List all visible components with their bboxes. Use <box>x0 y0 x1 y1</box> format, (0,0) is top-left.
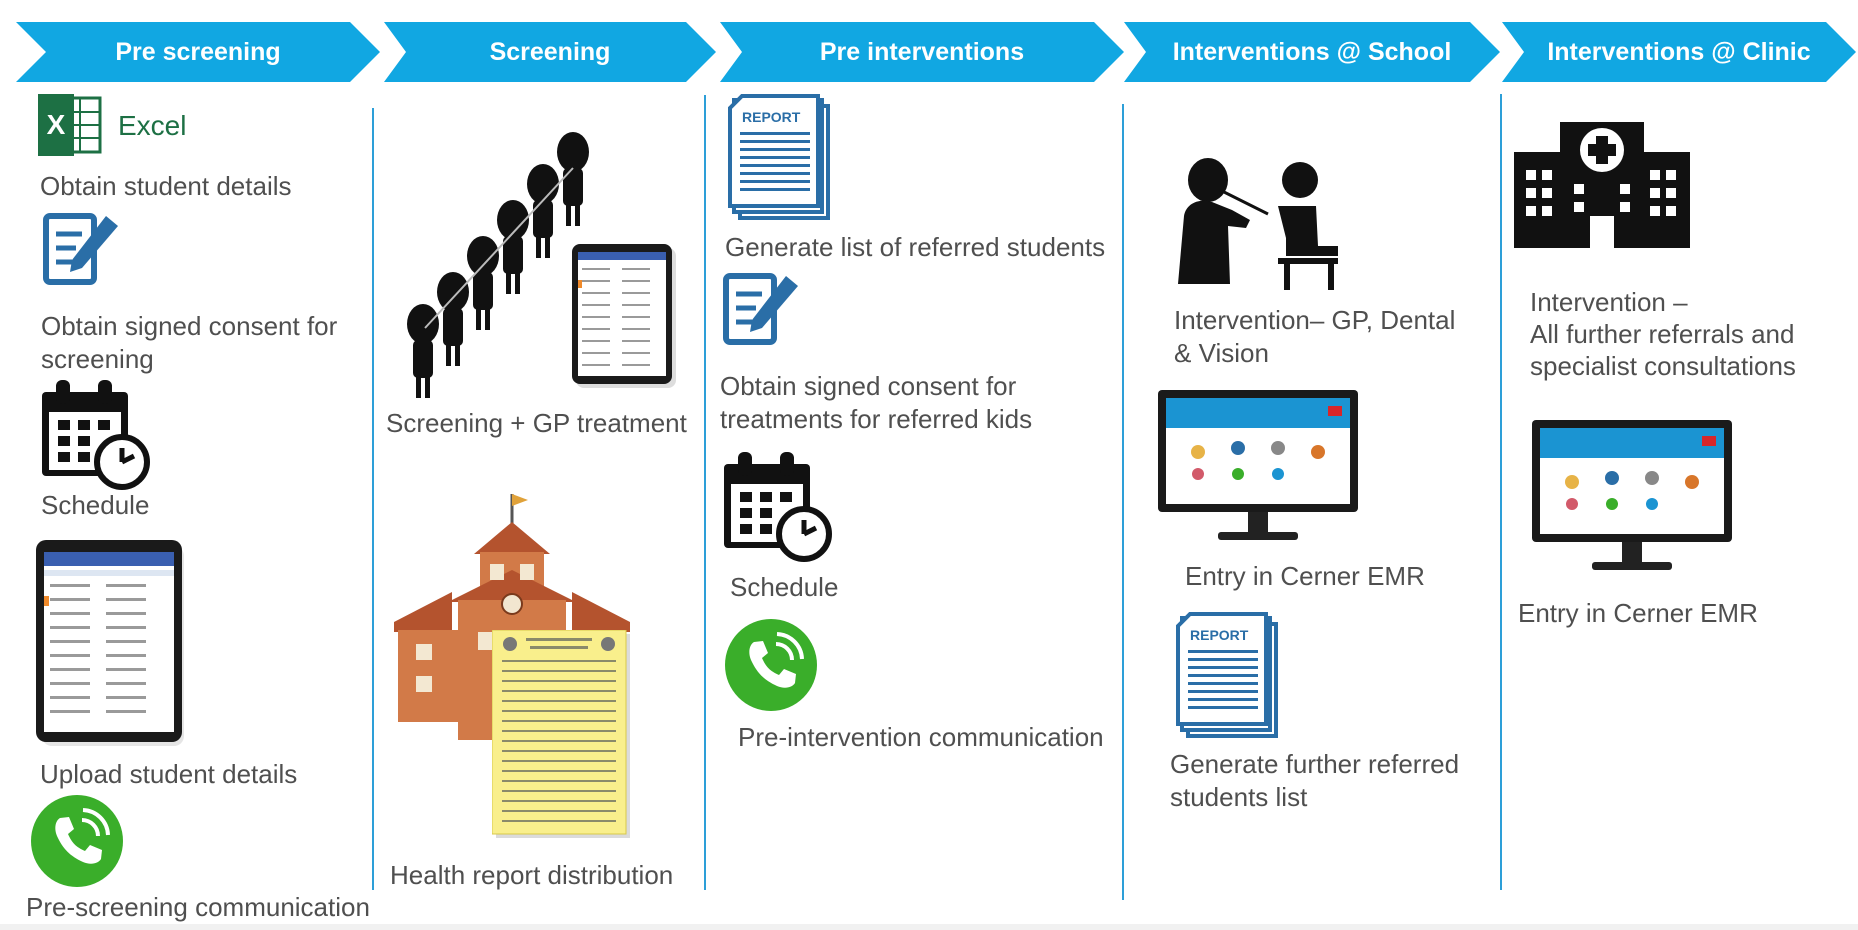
tablet-icon <box>572 244 676 393</box>
hospital-icon <box>1514 122 1690 253</box>
stage-title: Pre screening <box>115 37 281 66</box>
stage-screening: Screening <box>384 22 716 82</box>
further-referred-label-line1: Generate further referred <box>1170 749 1460 779</box>
schedule-label: Schedule <box>41 490 150 520</box>
column-divider <box>1122 104 1124 900</box>
consent-treatments-label-line2: treatments for referred kids <box>720 404 1033 434</box>
pre-screening-communication-label: Pre-screening communication <box>26 892 370 922</box>
consent-treatments-label-line1: Obtain signed consent for <box>720 371 1017 401</box>
calendar-clock-icon <box>40 378 150 495</box>
generate-referred-list-label: Generate list of referred students <box>725 232 1106 262</box>
calendar-clock-icon <box>722 450 832 567</box>
form-edit-icon <box>42 210 122 295</box>
students-queue-icon <box>395 128 605 413</box>
svg-text:X: X <box>47 109 66 140</box>
report-badge: REPORT <box>742 109 801 125</box>
phone-icon <box>724 618 818 717</box>
upload-student-details-label: Upload student details <box>40 759 298 789</box>
stage-pre-screening: Pre screening <box>16 22 380 82</box>
monitor-emr-icon <box>1532 420 1732 581</box>
entry-cerner-emr-label: Entry in Cerner EMR <box>1518 598 1758 628</box>
stage-interventions-clinic: Interventions @ Clinic <box>1502 22 1856 82</box>
monitor-emr-icon <box>1158 390 1358 551</box>
stage-interventions-school: Interventions @ School <box>1124 22 1500 82</box>
phone-icon <box>30 794 124 893</box>
health-report-distribution-label: Health report distribution <box>390 860 674 890</box>
stage-title: Pre interventions <box>819 37 1025 66</box>
entry-cerner-emr-label: Entry in Cerner EMR <box>1185 561 1425 591</box>
stage-title: Screening <box>489 37 611 66</box>
excel-icon: X <box>38 94 102 161</box>
stage-title: Interventions @ School <box>1172 37 1452 66</box>
column-divider <box>1500 94 1502 890</box>
consent-label-line1: Obtain signed consent for <box>41 311 338 341</box>
clinic-intervention-label-line2: All further referrals and <box>1530 319 1795 349</box>
intervention-gp-label-line2: & Vision <box>1174 338 1269 368</box>
form-edit-icon <box>722 270 802 355</box>
excel-label: Excel <box>118 110 187 141</box>
doctor-patient-icon <box>1168 154 1340 295</box>
stage-title: Interventions @ Clinic <box>1547 37 1811 66</box>
clinic-intervention-label-line3: specialist consultations <box>1530 351 1796 381</box>
column-divider <box>372 108 374 890</box>
obtain-student-details-label: Obtain student details <box>40 171 292 201</box>
report-icon: REPORT <box>728 94 830 225</box>
column-divider <box>704 95 706 890</box>
stage-pre-interventions: Pre interventions <box>720 22 1124 82</box>
report-badge: REPORT <box>1190 627 1249 643</box>
pre-intervention-communication-label: Pre-intervention communication <box>738 722 1104 752</box>
intervention-gp-label-line1: Intervention– GP, Dental <box>1174 305 1456 335</box>
screening-gp-treatment-label: Screening + GP treatment <box>386 408 687 438</box>
report-icon: REPORT <box>1176 612 1278 743</box>
tablet-icon <box>36 540 186 753</box>
consent-label-line2: screening <box>41 344 154 374</box>
schedule-label: Schedule <box>730 572 839 602</box>
footer-band <box>0 924 1858 930</box>
health-report-form-icon <box>491 629 630 843</box>
clinic-intervention-label-line1: Intervention – <box>1530 287 1688 317</box>
further-referred-label-line2: students list <box>1170 782 1308 812</box>
